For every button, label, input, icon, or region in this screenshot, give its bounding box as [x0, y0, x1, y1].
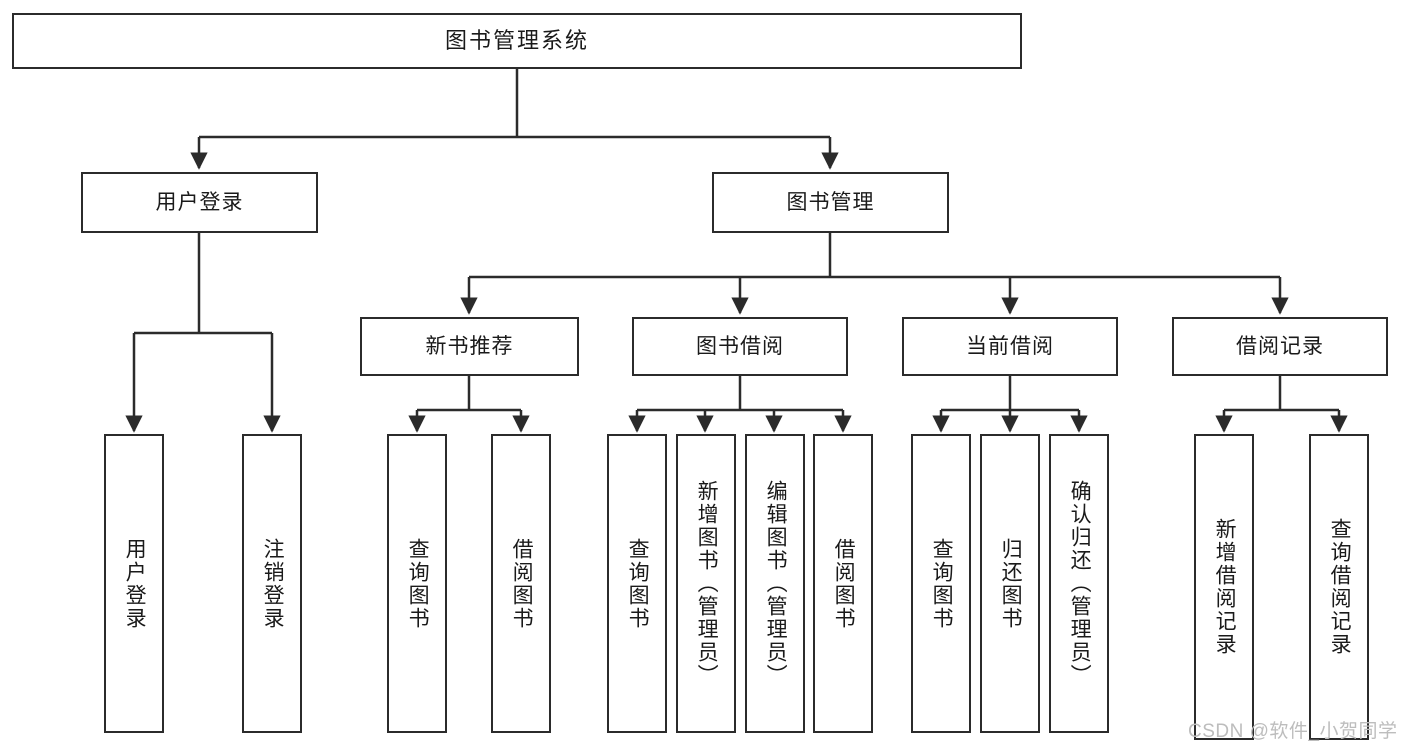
node-root-system[interactable]: 图书管理系统 — [12, 13, 1022, 69]
node-label: 查询图书 — [406, 537, 430, 630]
node-label: 借阅图书 — [510, 537, 534, 630]
leaf-borrow-query-book[interactable]: 查询图书 — [607, 434, 667, 733]
leaf-record-add-record[interactable]: 新增借阅记录 — [1194, 434, 1254, 740]
leaf-current-confirm-return-admin[interactable]: 确认归还（管理员） — [1049, 434, 1109, 733]
node-label: 归还图书 — [999, 537, 1023, 630]
leaf-borrow-borrow-book[interactable]: 借阅图书 — [813, 434, 873, 733]
leaf-recommend-query-book[interactable]: 查询图书 — [387, 434, 447, 733]
leaf-user-login-logout[interactable]: 注销登录 — [242, 434, 302, 733]
node-borrow-record[interactable]: 借阅记录 — [1172, 317, 1388, 376]
leaf-current-query-book[interactable]: 查询图书 — [911, 434, 971, 733]
node-label: 当前借阅 — [966, 335, 1054, 358]
node-label: 编辑图书（管理员） — [764, 480, 788, 687]
node-user-login[interactable]: 用户登录 — [81, 172, 318, 233]
leaf-recommend-borrow-book[interactable]: 借阅图书 — [491, 434, 551, 733]
node-label: 用户登录 — [123, 537, 147, 630]
node-label: 新书推荐 — [425, 335, 514, 358]
node-book-borrow[interactable]: 图书借阅 — [632, 317, 848, 376]
leaf-record-query-record[interactable]: 查询借阅记录 — [1309, 434, 1369, 740]
leaf-current-return-book[interactable]: 归还图书 — [980, 434, 1040, 733]
node-book-management[interactable]: 图书管理 — [712, 172, 949, 233]
node-label: 图书管理系统 — [444, 28, 589, 53]
node-new-book-recommend[interactable]: 新书推荐 — [360, 317, 579, 376]
node-label: 查询图书 — [626, 537, 650, 630]
node-label: 图书借阅 — [696, 335, 784, 358]
node-label: 新增图书（管理员） — [695, 480, 719, 687]
node-label: 查询图书 — [930, 537, 954, 630]
node-current-borrow[interactable]: 当前借阅 — [902, 317, 1118, 376]
leaf-borrow-edit-book-admin[interactable]: 编辑图书（管理员） — [745, 434, 805, 733]
node-label: 用户登录 — [155, 191, 244, 214]
node-label: 新增借阅记录 — [1213, 518, 1237, 656]
node-label: 确认归还（管理员） — [1068, 480, 1092, 687]
node-label: 借阅记录 — [1236, 335, 1324, 358]
node-label: 查询借阅记录 — [1328, 518, 1352, 656]
node-label: 注销登录 — [261, 537, 285, 630]
leaf-user-login-login[interactable]: 用户登录 — [104, 434, 164, 733]
leaf-borrow-add-book-admin[interactable]: 新增图书（管理员） — [676, 434, 736, 733]
node-label: 图书管理 — [786, 191, 875, 214]
node-label: 借阅图书 — [832, 537, 856, 630]
